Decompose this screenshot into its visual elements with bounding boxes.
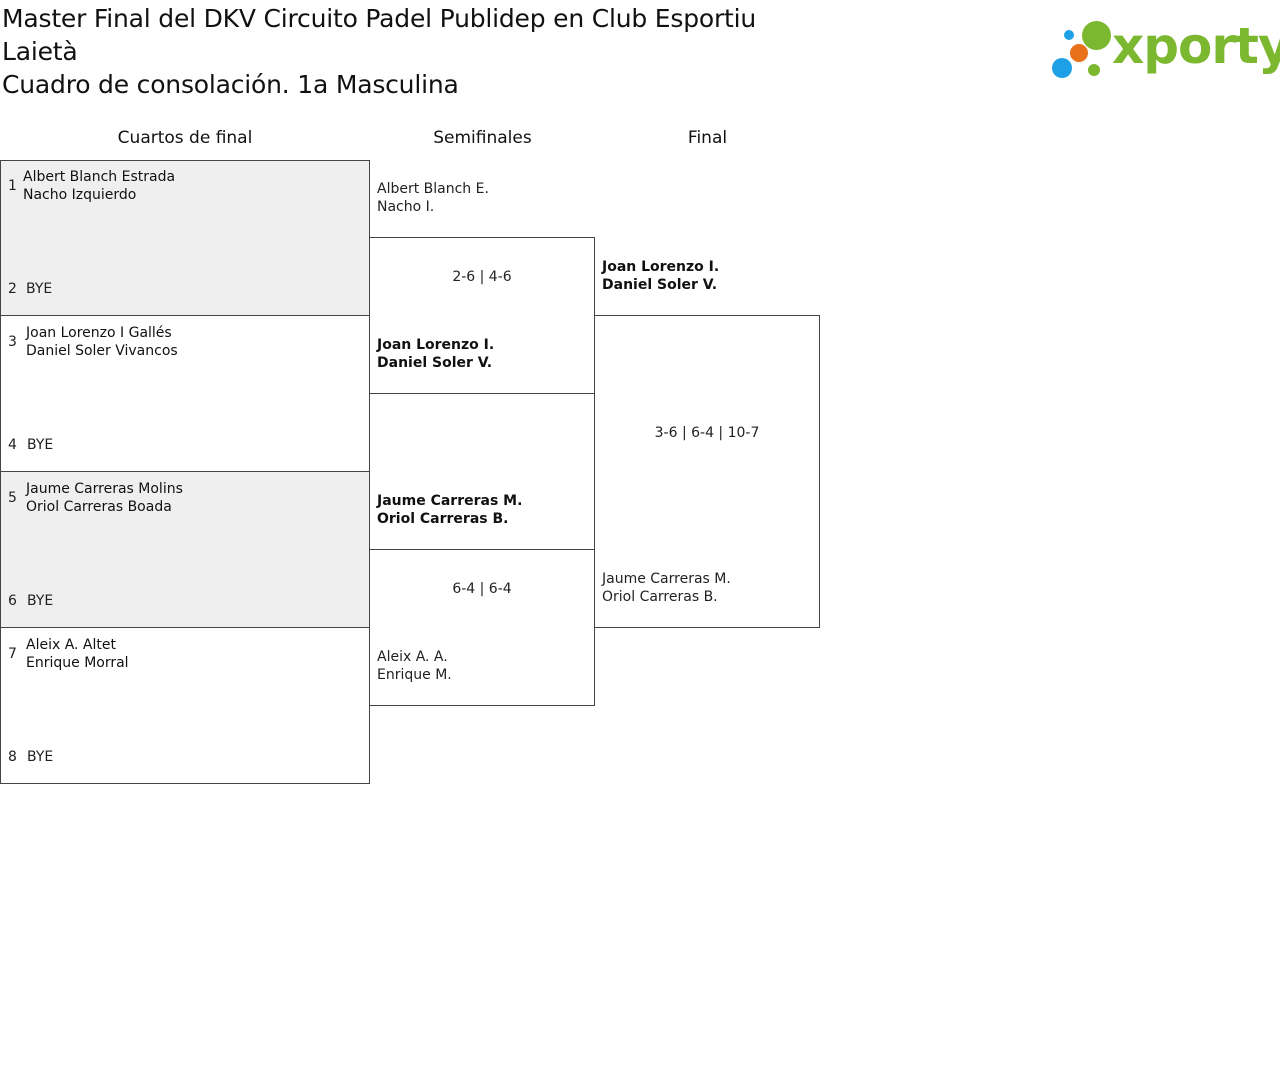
xporty-logo[interactable]: xporty bbox=[1050, 17, 1280, 84]
player-name: Aleix A. Altet bbox=[26, 637, 116, 653]
quarterfinal-match-2: 3 Joan Lorenzo I Gallés Daniel Soler Viv… bbox=[0, 315, 370, 472]
logo-dot-blue-small bbox=[1064, 30, 1074, 40]
round-header-semis: Semifinales bbox=[433, 128, 532, 148]
logo-dot-blue bbox=[1052, 58, 1072, 78]
player-name: Aleix A. A. bbox=[377, 649, 448, 665]
player-name: Oriol Carreras B. bbox=[602, 589, 718, 605]
player-name: Albert Blanch E. bbox=[377, 181, 489, 197]
player-name: Oriol Carreras Boada bbox=[26, 499, 172, 515]
player-name: Daniel Soler V. bbox=[602, 277, 718, 293]
player-name: Oriol Carreras B. bbox=[377, 511, 509, 527]
team-name[interactable]: Aleix A. Altet Enrique Morral bbox=[26, 636, 129, 672]
semifinal-2-team-b[interactable]: Aleix A. A. Enrique M. bbox=[377, 648, 452, 684]
semifinal-1-team-a[interactable]: Albert Blanch E. Nacho I. bbox=[377, 180, 489, 216]
title-line-1: Master Final del DKV Circuito Padel Publ… bbox=[2, 4, 757, 33]
player-name: Jaume Carreras Molins bbox=[26, 481, 183, 497]
player-name: Jaume Carreras M. bbox=[602, 571, 731, 587]
player-name: Joan Lorenzo I Gallés bbox=[26, 325, 172, 341]
logo-wordmark: xporty bbox=[1112, 17, 1280, 75]
final-match: 3-6 | 6-4 | 10-7 Jaume Carreras M. Oriol… bbox=[594, 315, 820, 628]
team-name[interactable]: Joan Lorenzo I Gallés Daniel Soler Vivan… bbox=[26, 324, 178, 360]
logo-dot-orange bbox=[1070, 44, 1088, 62]
seed-number: 5 bbox=[8, 490, 17, 506]
player-name: Joan Lorenzo I. bbox=[602, 259, 720, 275]
player-name: Nacho Izquierdo bbox=[23, 187, 137, 203]
quarterfinal-match-3: 5 Jaume Carreras Molins Oriol Carreras B… bbox=[0, 471, 370, 628]
seed-number: 7 bbox=[8, 646, 17, 662]
title-line-3: Cuadro de consolación. 1a Masculina bbox=[2, 70, 459, 99]
final-team-b[interactable]: Jaume Carreras M. Oriol Carreras B. bbox=[602, 570, 731, 606]
match-score: 2-6 | 4-6 bbox=[452, 269, 512, 285]
player-name: Nacho I. bbox=[377, 199, 435, 215]
logo-dot-green-small bbox=[1088, 64, 1100, 76]
match-score: 6-4 | 6-4 bbox=[452, 581, 512, 597]
seed-number: 1 bbox=[8, 178, 17, 194]
player-name: Albert Blanch Estrada bbox=[23, 169, 176, 185]
seed-number: 2 bbox=[8, 281, 17, 297]
title-line-2: Laietà bbox=[2, 37, 78, 66]
round-header-quarters: Cuartos de final bbox=[117, 128, 253, 148]
player-name: Enrique M. bbox=[377, 667, 452, 683]
semifinal-match-2: 6-4 | 6-4 Aleix A. A. Enrique M. bbox=[369, 549, 595, 706]
round-header-final: Final bbox=[687, 128, 728, 148]
player-name: Jaume Carreras M. bbox=[377, 493, 523, 509]
seed-number: 3 bbox=[8, 334, 17, 350]
final-team-a[interactable]: Joan Lorenzo I. Daniel Soler V. bbox=[602, 258, 719, 294]
seed-number: 6 bbox=[8, 593, 17, 609]
player-name: Daniel Soler V. bbox=[377, 355, 493, 371]
semifinal-match-1: 2-6 | 4-6 Joan Lorenzo I. Daniel Soler V… bbox=[369, 237, 595, 394]
team-name[interactable]: Jaume Carreras Molins Oriol Carreras Boa… bbox=[26, 480, 183, 516]
player-name: Daniel Soler Vivancos bbox=[26, 343, 178, 359]
semifinal-2-team-a[interactable]: Jaume Carreras M. Oriol Carreras B. bbox=[377, 492, 522, 528]
bye-label: BYE bbox=[27, 749, 54, 765]
seed-number: 4 bbox=[8, 437, 17, 453]
bye-label: BYE bbox=[27, 437, 54, 453]
player-name: Joan Lorenzo I. bbox=[377, 337, 495, 353]
logo-dot-green bbox=[1082, 21, 1111, 50]
match-score: 3-6 | 6-4 | 10-7 bbox=[654, 425, 760, 441]
quarterfinal-match-1: 1 Albert Blanch Estrada Nacho Izquierdo … bbox=[0, 160, 370, 316]
seed-number: 8 bbox=[8, 749, 17, 765]
bye-label: BYE bbox=[26, 281, 53, 297]
team-name[interactable]: Albert Blanch Estrada Nacho Izquierdo bbox=[23, 168, 175, 204]
bye-label: BYE bbox=[27, 593, 54, 609]
quarterfinal-match-4: 7 Aleix A. Altet Enrique Morral 8 BYE bbox=[0, 627, 370, 784]
semifinal-1-team-b[interactable]: Joan Lorenzo I. Daniel Soler V. bbox=[377, 336, 494, 372]
page-title: Master Final del DKV Circuito Padel Publ… bbox=[2, 2, 842, 101]
player-name: Enrique Morral bbox=[26, 655, 129, 671]
